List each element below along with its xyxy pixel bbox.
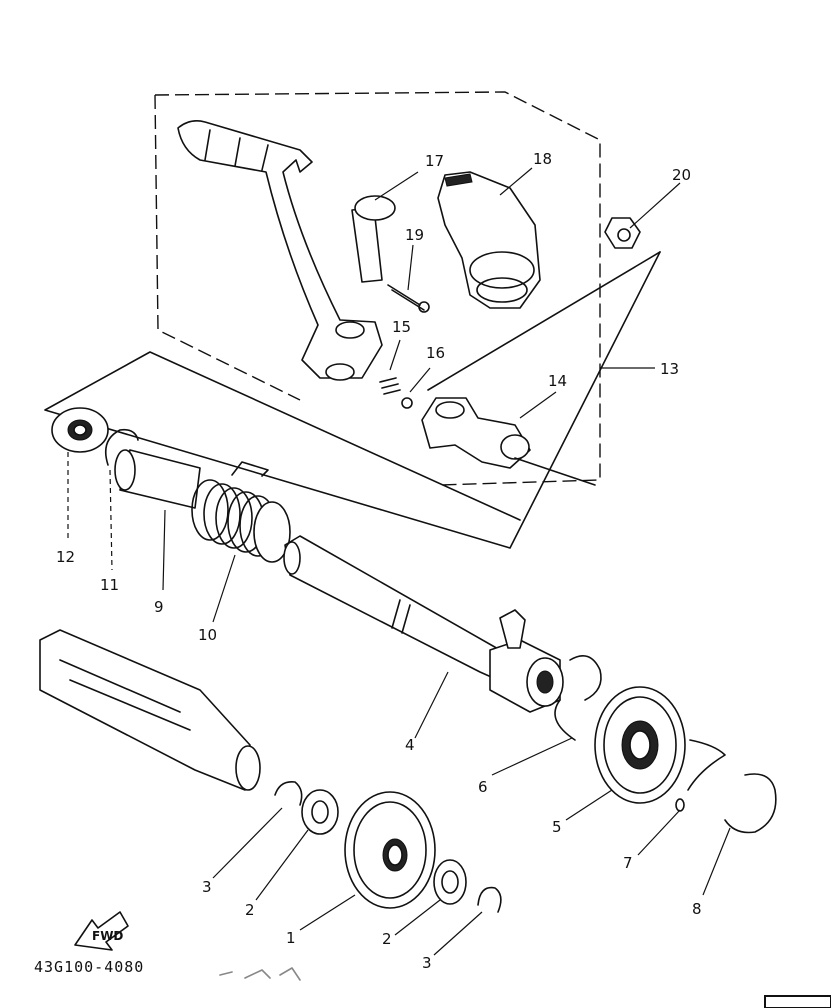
callout-7: 7: [623, 854, 633, 872]
cotter-pin-19: [387, 284, 430, 313]
callout-2-right: 2: [382, 930, 392, 948]
leader-18: [499, 167, 533, 196]
callout-3-right: 3: [422, 954, 432, 972]
spring-15: [379, 377, 401, 395]
callout-9: 9: [154, 598, 164, 616]
callout-15: 15: [392, 318, 411, 336]
ratchet-wheel: [489, 609, 564, 713]
spring-guide-9: [114, 449, 201, 509]
circlip-8: [724, 773, 777, 834]
leader-20: [629, 182, 681, 229]
leader-7: [637, 809, 681, 856]
corner-stamp: [764, 995, 831, 1008]
circlip-6: [554, 654, 602, 741]
kick-boss-18: [437, 171, 541, 309]
assembly-boundary-13: [154, 91, 601, 486]
leader-4: [414, 671, 449, 739]
callout-8: 8: [692, 900, 702, 918]
ball-16: [401, 397, 413, 409]
callout-12: 12: [56, 548, 75, 566]
kick-crank-lever: [177, 120, 383, 381]
leader-2-left: [255, 829, 309, 901]
nut-20: [604, 217, 641, 249]
svg-text:FWD: FWD: [92, 929, 123, 943]
callout-18: 18: [533, 150, 552, 168]
callout-5: 5: [552, 818, 562, 836]
callout-11: 11: [100, 576, 119, 594]
leader-19: [407, 244, 414, 291]
callout-10: 10: [198, 626, 217, 644]
washer-7: [675, 739, 726, 812]
guide-line-14: [514, 457, 596, 486]
callout-2-left: 2: [245, 901, 255, 919]
washer-2-right: [433, 859, 467, 905]
fwd-arrow-icon: FWD: [74, 911, 129, 951]
leader-2-right: [394, 899, 441, 936]
leader-3-right: [433, 911, 483, 956]
callout-19: 19: [405, 226, 424, 244]
leader-14: [519, 391, 557, 419]
guide-line-20: [427, 251, 661, 391]
kick-idle-gear-5: [594, 686, 686, 804]
leader-17: [374, 171, 419, 201]
leader-16: [409, 367, 431, 393]
callout-20: 20: [672, 166, 691, 184]
circlip-11: [104, 428, 139, 466]
callout-13: 13: [660, 360, 679, 378]
leader-10: [212, 554, 236, 623]
circlip-3-right: [477, 886, 502, 913]
leader-5: [565, 789, 613, 821]
torsion-spring-10: [191, 461, 291, 563]
leader-3-left: [212, 807, 283, 879]
callout-4: 4: [405, 736, 415, 754]
leader-15: [389, 339, 401, 371]
kick-gear-1: [344, 791, 436, 909]
oil-seal-12: [51, 407, 109, 453]
callout-3-left: 3: [202, 878, 212, 896]
callout-6: 6: [478, 778, 488, 796]
transmission-shaft: [39, 629, 261, 791]
pivot-pin-17: [351, 195, 396, 283]
washer-2-left: [301, 789, 339, 835]
callout-17: 17: [425, 152, 444, 170]
part-code-label: 43G100-4080: [34, 958, 145, 976]
leader-6: [491, 737, 573, 776]
callout-1: 1: [286, 929, 296, 947]
circlip-3-left: [274, 780, 303, 806]
scan-noise: [219, 967, 301, 981]
leader-8: [702, 827, 731, 896]
shaft-assembly-boundary: [44, 251, 661, 549]
callout-16: 16: [426, 344, 445, 362]
kick-shaft-4: [283, 535, 501, 681]
clamp-14: [421, 397, 531, 469]
callout-14: 14: [548, 372, 567, 390]
leader-9: [162, 509, 166, 591]
leader-1: [299, 894, 356, 931]
leader-11: [109, 469, 113, 571]
